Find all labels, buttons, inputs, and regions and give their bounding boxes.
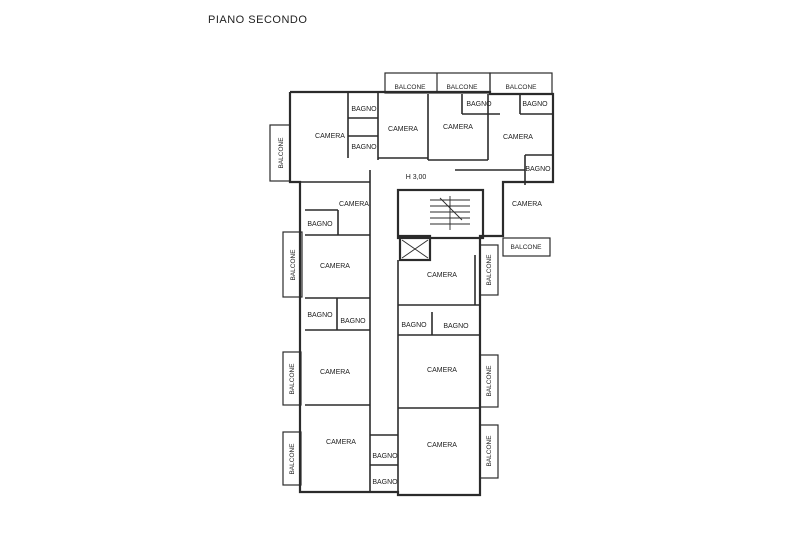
label-bagno-12: BAGNO bbox=[372, 479, 398, 486]
label-camera-11: CAMERA bbox=[326, 439, 356, 446]
label-balcone-2: BALCONE bbox=[446, 84, 478, 91]
label-balcone-10: BALCONE bbox=[486, 365, 493, 397]
label-balcone-9: BALCONE bbox=[486, 254, 493, 286]
label-camera-10: CAMERA bbox=[427, 367, 457, 374]
label-camera-9: CAMERA bbox=[320, 369, 350, 376]
label-camera-3: CAMERA bbox=[443, 124, 473, 131]
label-bagno-1: BAGNO bbox=[351, 106, 377, 113]
balcony-labels: BALCONE BALCONE BALCONE BALCONE BALCONE … bbox=[278, 84, 542, 475]
label-bagno-2: BAGNO bbox=[351, 144, 377, 151]
label-bagno-9: BAGNO bbox=[401, 322, 427, 329]
label-balcone-5: BALCONE bbox=[278, 137, 285, 169]
label-balcone-4: BALCONE bbox=[510, 244, 542, 251]
label-bagno-11: BAGNO bbox=[372, 453, 398, 460]
label-balcone-8: BALCONE bbox=[289, 443, 296, 475]
label-balcone-3: BALCONE bbox=[505, 84, 537, 91]
label-bagno-3: BAGNO bbox=[466, 101, 492, 108]
stair-symbol bbox=[401, 196, 470, 259]
label-bagno-5: BAGNO bbox=[525, 166, 551, 173]
label-bagno-8: BAGNO bbox=[340, 318, 366, 325]
label-bagno-6: BAGNO bbox=[307, 221, 333, 228]
label-camera-8: CAMERA bbox=[427, 272, 457, 279]
balconies bbox=[269, 72, 553, 486]
label-camera-6: CAMERA bbox=[512, 201, 542, 208]
label-balcone-1: BALCONE bbox=[394, 84, 426, 91]
inner-walls bbox=[300, 92, 553, 492]
floor-title: PIANO SECONDO bbox=[208, 14, 308, 26]
label-balcone-7: BALCONE bbox=[289, 363, 296, 395]
label-bagno-7: BAGNO bbox=[307, 312, 333, 319]
label-height: H 3,00 bbox=[406, 174, 427, 181]
label-bagno-4: BAGNO bbox=[522, 101, 548, 108]
label-camera-4: CAMERA bbox=[503, 134, 533, 141]
outer-walls bbox=[288, 90, 555, 497]
label-camera-1: CAMERA bbox=[315, 133, 345, 140]
label-camera-12: CAMERA bbox=[427, 442, 457, 449]
label-balcone-6: BALCONE bbox=[290, 249, 297, 281]
label-camera-7: CAMERA bbox=[320, 263, 350, 270]
label-bagno-10: BAGNO bbox=[443, 323, 469, 330]
label-camera-2: CAMERA bbox=[388, 126, 418, 133]
label-camera-5: CAMERA bbox=[339, 201, 369, 208]
room-labels: CAMERA BAGNO BAGNO CAMERA CAMERA BAGNO B… bbox=[307, 101, 551, 486]
label-balcone-11: BALCONE bbox=[486, 435, 493, 467]
